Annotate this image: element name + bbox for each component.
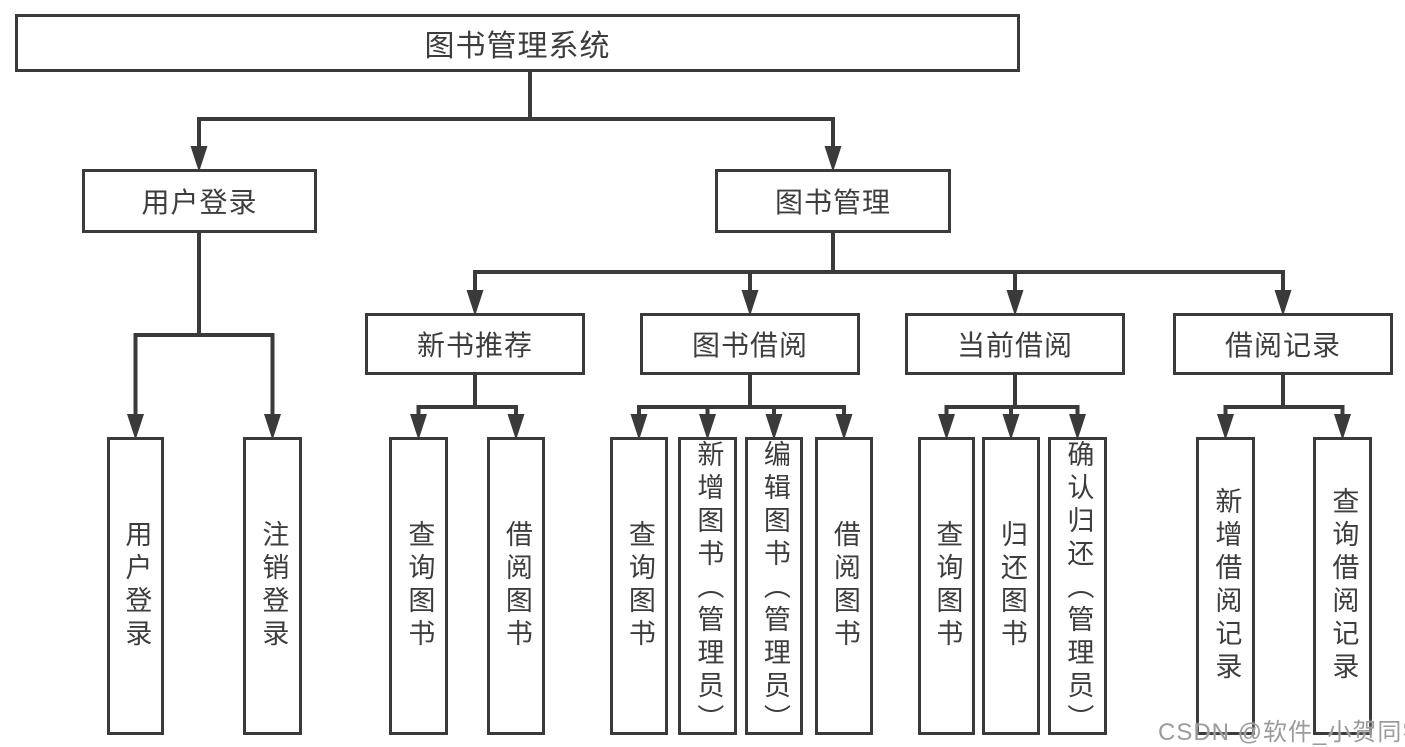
- arrow-to-leaf-query-books-1: [410, 414, 427, 440]
- leaf-query-books-2: 查询图书: [610, 437, 668, 735]
- node-user-login-label: 用户登录: [141, 187, 258, 218]
- arrow-to-leaf-confirm-return: [1069, 414, 1086, 440]
- csdn-watermark: CSDN @软件_小贺同学: [1158, 719, 1405, 746]
- leaf-query-books-3: 查询图书: [918, 437, 975, 735]
- node-user-login: 用户登录: [82, 169, 317, 233]
- node-book-borrowing-label: 图书借阅: [691, 330, 808, 361]
- leaf-user-login: 用户登录: [107, 437, 164, 735]
- connector-bookmgmt-to-level3: [473, 231, 1285, 296]
- leaf-borrow-books-2: 借阅图书: [815, 437, 873, 735]
- arrow-to-leaf-query-books-2: [630, 414, 648, 440]
- arrow-to-leaf-query-record: [1334, 414, 1351, 440]
- leaf-query-borrow-record-label: 查询借阅记录: [1328, 487, 1359, 685]
- arrow-to-leaf-query-books-3: [938, 414, 955, 440]
- arrow-to-leaf-add-books: [699, 414, 716, 440]
- leaf-query-borrow-record: 查询借阅记录: [1313, 437, 1372, 735]
- leaf-user-login-label: 用户登录: [121, 520, 152, 652]
- connector-root-to-level2: [197, 70, 835, 152]
- arrow-to-current-borrowing: [1006, 290, 1024, 316]
- leaf-add-books-admin: 新增图书（管理员）: [678, 437, 737, 737]
- arrow-to-leaf-logout: [264, 414, 281, 440]
- node-borrow-records-label: 借阅记录: [1224, 330, 1341, 361]
- leaf-edit-books-admin: 编辑图书（管理员）: [745, 437, 803, 737]
- node-book-borrowing: 图书借阅: [640, 313, 860, 375]
- node-new-book-recommend: 新书推荐: [365, 313, 585, 375]
- leaf-return-books: 归还图书: [982, 437, 1040, 735]
- leaf-query-books-1-label: 查询图书: [404, 520, 435, 652]
- connector-current-to-leaves: [944, 373, 1080, 420]
- leaf-logout: 注销登录: [243, 437, 302, 735]
- node-new-book-recommend-label: 新书推荐: [416, 330, 533, 361]
- arrow-to-new-book-recommend: [466, 290, 484, 316]
- arrowheads: [127, 146, 1351, 440]
- connector-records-to-leaves: [1223, 373, 1345, 420]
- arrow-to-leaf-edit-books: [765, 414, 783, 440]
- arrow-to-leaf-borrow-books-2: [835, 414, 853, 440]
- leaf-edit-books-admin-label: 编辑图书（管理员）: [759, 440, 790, 737]
- connector-userlogin-to-leaves: [133, 231, 275, 420]
- leaf-return-books-label: 归还图书: [996, 520, 1027, 652]
- arrow-to-leaf-user-login: [127, 414, 144, 440]
- leaf-query-books-3-label: 查询图书: [932, 520, 963, 652]
- connector-borrowing-to-leaves: [637, 373, 846, 420]
- arrow-to-leaf-borrow-books-1: [507, 414, 525, 440]
- leaf-borrow-books-1-label: 借阅图书: [501, 520, 532, 652]
- arrow-to-book-borrowing: [741, 290, 759, 316]
- arrow-to-borrow-records: [1274, 290, 1292, 316]
- leaf-query-books-2-label: 查询图书: [624, 520, 655, 652]
- leaf-borrow-books-1: 借阅图书: [487, 437, 545, 735]
- arrow-to-leaf-return-books: [1002, 414, 1020, 440]
- leaf-add-borrow-record: 新增借阅记录: [1196, 437, 1255, 735]
- node-current-borrowing-label: 当前借阅: [956, 330, 1073, 361]
- leaf-borrow-books-2-label: 借阅图书: [829, 520, 860, 652]
- leaf-confirm-return-admin-label: 确认归还（管理员）: [1063, 440, 1094, 737]
- node-book-management-label: 图书管理: [774, 187, 891, 218]
- arrow-to-leaf-add-record: [1217, 414, 1234, 440]
- leaf-logout-label: 注销登录: [258, 520, 289, 652]
- arrow-to-user-login: [190, 146, 208, 172]
- leaf-add-borrow-record-label: 新增借阅记录: [1211, 487, 1242, 685]
- leaf-add-books-admin-label: 新增图书（管理员）: [693, 440, 724, 737]
- node-book-management: 图书管理: [715, 169, 951, 233]
- node-borrow-records: 借阅记录: [1173, 313, 1393, 375]
- node-root-label: 图书管理系统: [424, 30, 611, 63]
- leaf-query-books-1: 查询图书: [389, 437, 448, 735]
- node-root: 图书管理系统: [15, 14, 1020, 72]
- leaf-confirm-return-admin: 确认归还（管理员）: [1048, 437, 1107, 737]
- node-current-borrowing: 当前借阅: [905, 313, 1125, 375]
- arrow-to-book-management: [824, 146, 842, 172]
- connector-newrec-to-leaves: [416, 373, 518, 420]
